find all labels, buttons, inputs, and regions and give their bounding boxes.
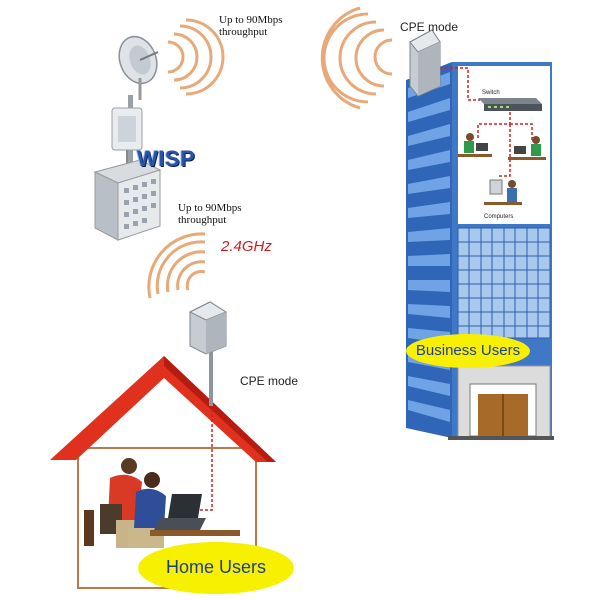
signal-waves-wisp (167, 18, 225, 96)
throughput-line-2: throughput (219, 26, 268, 38)
signal-waves-home-cpe (147, 232, 206, 299)
wisp-label: WISP (137, 146, 196, 171)
throughput-label-mid: Up to 90Mbps throughput (178, 202, 242, 226)
wisp-tower (93, 35, 162, 241)
home-users-label: Home Users (165, 557, 267, 577)
throughput-line-1: Up to 90Mbps (178, 202, 242, 214)
switch-label: Switch (482, 90, 500, 96)
cpe-mode-business-label: CPE mode (400, 20, 459, 34)
signal-waves-business-cpe (320, 6, 393, 110)
cpe-mode-home-label: CPE mode (240, 374, 299, 388)
throughput-line-2: throughput (178, 214, 227, 226)
isp-building-icon (93, 159, 162, 241)
home-users-scene-icon (84, 458, 240, 548)
office-worker-icon (508, 136, 546, 160)
computers-label: Computers (484, 214, 514, 220)
office-worker-icon (484, 179, 522, 205)
frequency-label: 2.4GHz (221, 238, 272, 255)
cpe-device-business-icon (409, 29, 441, 97)
business-users-label: Business Users (415, 342, 521, 359)
cpe-device-home-icon (188, 301, 228, 406)
home-users-ellipse (138, 542, 294, 594)
throughput-line-1: Up to 90Mbps (219, 14, 283, 26)
switch-icon (478, 98, 542, 111)
business-users-ellipse (406, 334, 530, 368)
business-building (406, 62, 554, 440)
throughput-label-top: Up to 90Mbps throughput (219, 14, 283, 38)
satellite-dish-icon (118, 35, 159, 100)
office-worker-icon (458, 133, 492, 157)
